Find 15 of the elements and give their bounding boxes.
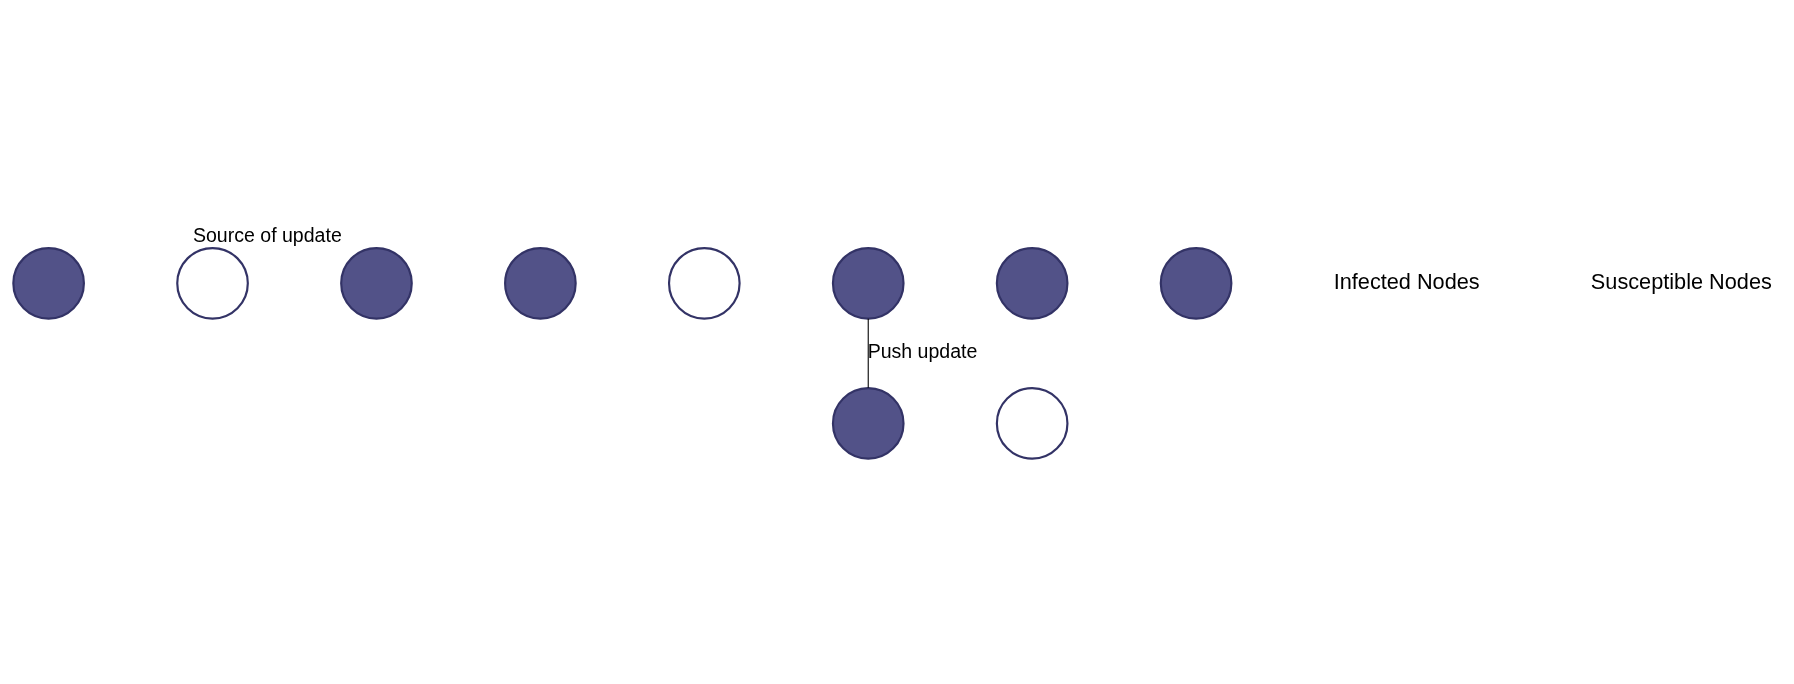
node-circle xyxy=(667,246,741,320)
node-circle xyxy=(831,386,905,460)
node-label: Source of update xyxy=(192,223,342,246)
node-circle xyxy=(995,386,1069,460)
node-circle xyxy=(12,246,85,320)
node-circle xyxy=(995,246,1069,320)
node-circle xyxy=(831,246,905,320)
node-circle xyxy=(1159,246,1233,320)
node-circle xyxy=(176,246,249,320)
edge-label: Push update xyxy=(867,339,978,362)
node-circle xyxy=(340,246,413,320)
label: Infected Nodes xyxy=(1333,268,1480,294)
node-circle xyxy=(504,246,577,320)
label: Susceptible Nodes xyxy=(1590,268,1772,294)
connector xyxy=(867,317,869,388)
